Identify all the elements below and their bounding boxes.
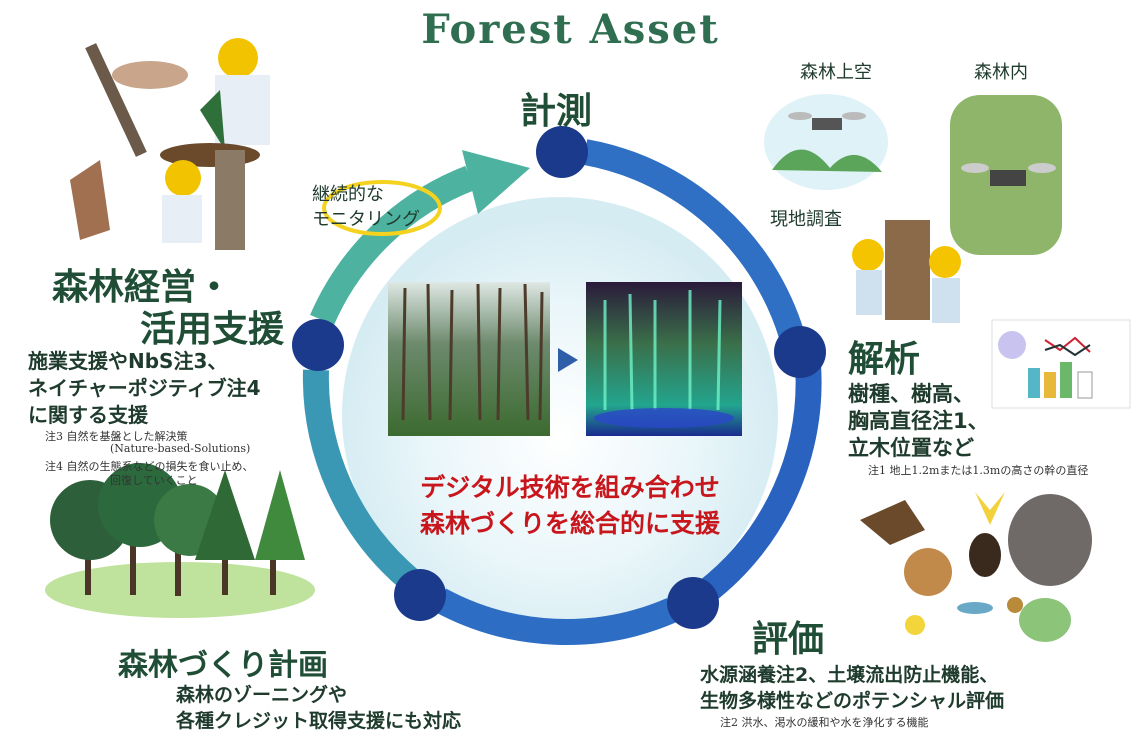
drone-icon-sky	[788, 112, 866, 130]
node-planning	[394, 569, 446, 621]
analysis-desc-line3: 立木位置など	[848, 436, 974, 460]
ring-arc-planning-to-management	[302, 369, 419, 590]
stage-label-planning: 森林づくり計画	[118, 648, 328, 683]
analysis-desc-line1: 樹種、樹高、	[848, 382, 974, 406]
photo-real-forest	[388, 282, 550, 436]
sky-illustration	[764, 94, 888, 190]
stage-label-analysis: 解析	[848, 339, 921, 380]
planning-desc-line1: 森林のゾーニングや	[176, 684, 348, 706]
surveyors-illustration	[852, 220, 961, 323]
analysis-desc-line2: 胸高直径注1、	[848, 409, 989, 433]
drone-icon-forest	[961, 163, 1056, 186]
stage-label-evaluation: 評価	[752, 619, 825, 660]
label-above-forest: 森林上空	[800, 62, 872, 83]
center-message-line2: 森林づくりを総合的に支援	[419, 509, 720, 538]
label-field-survey: 現地調査	[770, 209, 842, 230]
monitoring-halo	[322, 180, 442, 236]
evaluation-note: 注2 洪水、渇水の緩和や水を浄化する機能	[720, 716, 929, 729]
planning-desc-line2: 各種クレジット取得支援にも対応	[176, 710, 462, 732]
analysis-charts-icon	[991, 319, 1131, 409]
node-measurement	[536, 126, 588, 178]
node-evaluation	[667, 577, 719, 629]
photo-point-cloud-trunks	[603, 290, 722, 411]
node-analysis	[774, 326, 826, 378]
arrow-head	[462, 150, 530, 214]
management-note4-line2: 回復していくこと	[110, 474, 198, 487]
label-inside-forest: 森林内	[974, 62, 1028, 83]
management-note3-line2: (Nature-based-Solutions)	[110, 442, 251, 455]
forestry-workers-illustration	[70, 38, 270, 250]
ring-arc-measure-to-analysis	[582, 139, 805, 340]
stage-label-management-line2: 活用支援	[140, 309, 285, 350]
monitoring-label-line1: 継続的な	[312, 184, 384, 205]
center-message: デジタル技術を組み合わせ 森林づくりを総合的に支援	[360, 470, 780, 542]
management-desc-line2: ネイチャーポジティブ注4	[28, 376, 261, 400]
forest-trees-illustration	[45, 463, 315, 618]
sky-illustration-mountains	[772, 149, 882, 172]
photo-point-cloud-ground	[594, 408, 734, 428]
wildlife-illustration	[860, 492, 1092, 642]
management-note4-line1: 注4 自然の生態系などの損失を食い止め、	[45, 460, 254, 473]
monitoring-label-line2: モニタリング	[312, 209, 420, 230]
center-message-line1: デジタル技術を組み合わせ	[420, 473, 720, 502]
stage-label-management-line1: 森林経営・	[52, 267, 233, 308]
management-note3-line1: 注3 自然を基盤とした解決策	[45, 430, 188, 443]
ring-arc-analysis-to-evaluation	[697, 364, 822, 603]
analysis-note: 注1 地上1.2mまたは1.3mの高さの幹の直径	[868, 464, 1089, 477]
photo-real-forest-trunks	[401, 283, 544, 421]
evaluation-desc-line2: 生物多様性などのポテンシャル評価	[700, 690, 1005, 712]
photo-arrow-icon	[558, 348, 578, 372]
node-management	[292, 319, 344, 371]
management-desc-line1: 施業支援やNbS注3、	[28, 349, 228, 373]
stage-label-measurement: 計測	[520, 91, 593, 132]
page-title: Forest Asset	[421, 6, 720, 53]
ring-arc-evaluation-to-planning	[433, 588, 678, 646]
management-desc-line3: に関する支援	[28, 403, 148, 427]
evaluation-desc-line1: 水源涵養注2、土壌流出防止機能、	[700, 664, 999, 686]
